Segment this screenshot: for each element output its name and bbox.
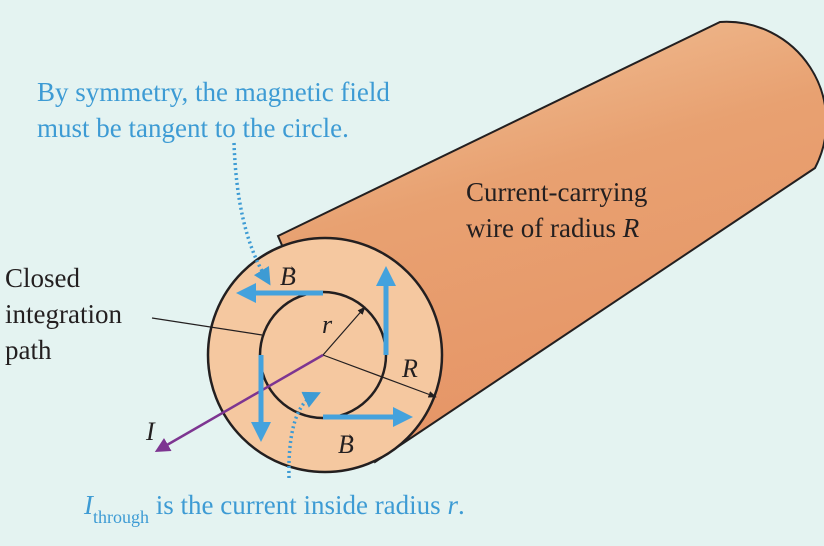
through-note-subscript: through [93, 507, 149, 527]
symmetry-note-line2: must be tangent to the circle. [37, 113, 349, 143]
radius-r-label: r [322, 310, 333, 339]
closed-path-leader [151, 317, 263, 336]
B-vector-label-top: →B [276, 258, 300, 291]
radius-R-line [322, 354, 437, 398]
through-leader [287, 391, 321, 479]
wire-label-R: R [622, 213, 640, 243]
vector-arrow-icon: → [339, 426, 355, 443]
B-bottom-symbol: B [338, 430, 354, 459]
through-note-text: is the current inside radius [149, 490, 448, 520]
through-note-end: . [457, 490, 465, 520]
vector-arrow-icon: → [281, 258, 297, 275]
wire-label-text: wire of radius [466, 213, 623, 243]
current-I-arrow [154, 353, 324, 452]
symmetry-note-line1: By symmetry, the magnetic field [37, 77, 390, 107]
through-note: Ithrough is the current inside radius r. [84, 489, 465, 527]
closed-path-label-line1: Closed [5, 263, 81, 293]
B-top-symbol: B [280, 262, 296, 291]
closed-path-label-line2: integration [5, 299, 122, 329]
radius-R-label: R [402, 354, 418, 383]
wire-label-line2: wire of radius R [466, 212, 639, 244]
through-note-I: I [84, 490, 93, 520]
through-note-r: r [447, 490, 458, 520]
current-I-label: I [146, 417, 155, 446]
radius-r-line [322, 306, 366, 356]
B-vector-label-bottom: →B [334, 426, 358, 459]
wire-label-line1: Current-carrying [466, 177, 648, 207]
closed-path-label-line3: path [5, 335, 52, 365]
